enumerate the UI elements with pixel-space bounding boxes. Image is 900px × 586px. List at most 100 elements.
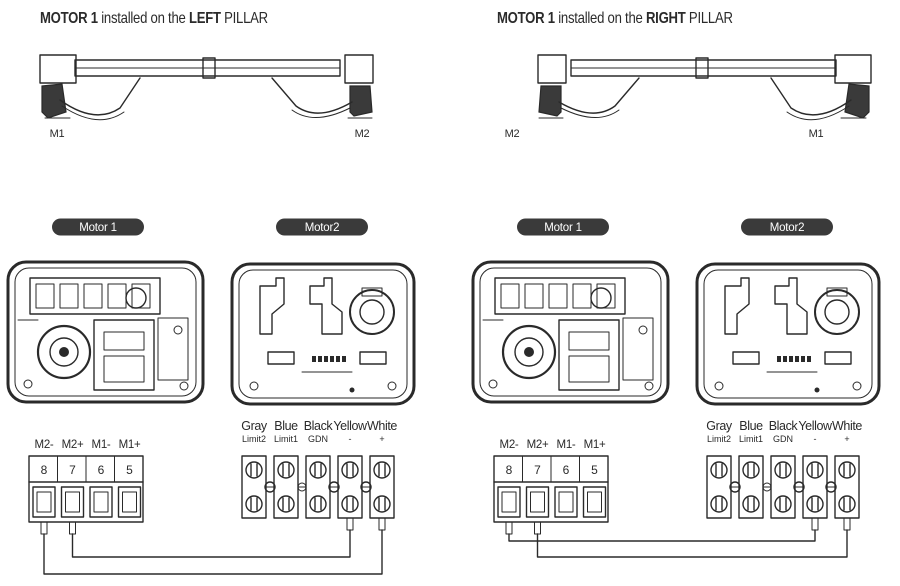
- terminal-b-screw-bottom: [774, 495, 792, 513]
- terminal-a-screw: [32, 486, 56, 518]
- terminal-a-pin: [40, 521, 48, 535]
- wiring: [505, 517, 851, 558]
- gate-motor-right: [349, 85, 373, 117]
- terminal-b-color: White: [832, 419, 862, 433]
- terminal-a-header: M2+: [62, 439, 84, 451]
- terminal-b-color: Black: [769, 419, 799, 433]
- terminal-b-pin: [843, 517, 851, 531]
- terminal-b-screw-bottom: [838, 495, 856, 513]
- terminal-b-color: Yellow: [333, 419, 368, 433]
- gate-motor-right: [538, 85, 562, 117]
- terminal-b-color: Gray: [706, 419, 733, 433]
- terminal-a-pin: [505, 521, 513, 535]
- gate-label: M2: [505, 128, 520, 140]
- motor1-board: [494, 277, 626, 315]
- terminal-block-b: GrayLimit2BlueLimit1BlackGDNYellow-White…: [706, 419, 863, 519]
- motor2-bracket-left: [724, 277, 750, 335]
- gate-arm-right: [271, 77, 353, 114]
- wire-m2-plus: [536, 529, 848, 558]
- terminal-b-color: Yellow: [798, 419, 833, 433]
- terminal-b-screw-bottom: [806, 495, 824, 513]
- gate-arm-left: [59, 77, 141, 116]
- terminal-b-screw-bottom: [742, 495, 760, 513]
- terminal-b-screw-top: [341, 461, 359, 479]
- terminal-a-screw: [60, 486, 85, 518]
- gate-motor-left: [41, 83, 67, 119]
- motor1-pill-bg: [517, 218, 609, 236]
- pillar-right: [537, 54, 567, 84]
- terminal-b-screw-bottom: [245, 495, 263, 513]
- motor1-pill: Motor 1: [544, 222, 582, 234]
- motor1-housing: [6, 260, 205, 404]
- gate-arm-left: [770, 77, 852, 116]
- terminal-b-sub: GDN: [308, 434, 328, 444]
- terminal-b-screw-bottom: [277, 495, 295, 513]
- terminal-b-screw-top: [774, 461, 792, 479]
- terminal-b-sub: Limit2: [707, 434, 731, 444]
- pillar-right: [344, 54, 374, 84]
- terminal-a-screw: [582, 486, 607, 518]
- gate-label: M1: [809, 128, 824, 140]
- terminal-b-screw-bottom: [710, 495, 728, 513]
- motor2-motor: [349, 289, 395, 335]
- terminal-b-color: Blue: [739, 419, 763, 433]
- terminal-b-color: Gray: [241, 419, 268, 433]
- motor2-pill-bg: [741, 218, 833, 236]
- terminal-a-screw: [89, 486, 113, 518]
- terminal-a-header: M2-: [500, 439, 519, 451]
- wiring: [40, 517, 386, 575]
- gate-arm-right: [558, 77, 640, 114]
- terminal-a-number: 5: [591, 463, 598, 477]
- wire-m2-minus: [508, 529, 816, 542]
- motor2-pill-bg: [276, 218, 368, 236]
- terminal-a-number: 6: [98, 463, 105, 477]
- terminal-a-header: M2-: [35, 439, 54, 451]
- terminal-a-header: M1+: [584, 439, 606, 451]
- motor1-board: [29, 277, 161, 315]
- motor1-pill-bg: [52, 218, 144, 236]
- motor1-pill: Motor 1: [79, 222, 117, 234]
- terminal-a-header: M1-: [92, 439, 111, 451]
- terminal-a-number: 5: [126, 463, 133, 477]
- terminal-a-screw: [525, 486, 550, 518]
- terminal-a-screw: [117, 486, 142, 518]
- terminal-b-sub: -: [349, 434, 352, 444]
- motor2-bracket-left: [259, 277, 285, 335]
- terminal-b-bridge: [328, 481, 340, 493]
- terminal-b-sub: +: [844, 434, 849, 444]
- motor2-motor: [814, 289, 860, 335]
- terminal-b-screw-bottom: [373, 495, 391, 513]
- gate-label: M2: [355, 128, 370, 140]
- terminal-a-pin: [534, 521, 541, 535]
- terminal-b-screw-top: [742, 461, 760, 479]
- terminal-b-screw-top: [373, 461, 391, 479]
- terminal-b-sub: +: [379, 434, 384, 444]
- terminal-a-header: M2+: [527, 439, 549, 451]
- gate-motor-left: [844, 83, 870, 119]
- terminal-b-screw-top: [806, 461, 824, 479]
- terminal-a-number: 6: [563, 463, 570, 477]
- wire-m2-minus: [43, 529, 383, 575]
- motor2-housing: [230, 262, 416, 406]
- terminal-b-sub: Limit1: [274, 434, 298, 444]
- terminal-b-screw-top: [245, 461, 263, 479]
- gate-center-joint: [202, 57, 216, 79]
- gate-sketch: [537, 54, 872, 121]
- terminal-b-sub: Limit2: [242, 434, 266, 444]
- gate-sketch: [39, 54, 374, 121]
- terminal-b-screw-bottom: [341, 495, 359, 513]
- wire-m2-plus: [71, 529, 351, 558]
- terminal-a-pin: [69, 521, 76, 535]
- terminal-b-sub: -: [814, 434, 817, 444]
- motor1-gearbox: [93, 319, 155, 391]
- motor2-pill: Motor2: [770, 222, 805, 234]
- terminal-b-screw-top: [838, 461, 856, 479]
- terminal-a-header: M1+: [119, 439, 141, 451]
- terminal-b-bridge: [264, 481, 276, 493]
- terminal-b-screw-top: [277, 461, 295, 479]
